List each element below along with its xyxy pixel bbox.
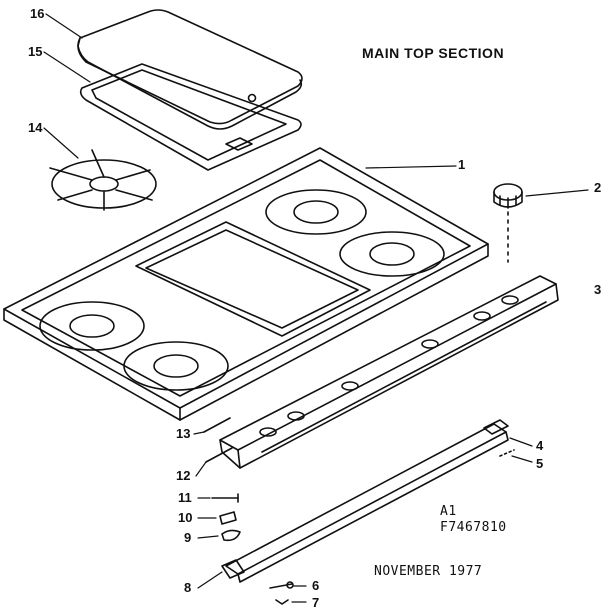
part-label-10: 10	[178, 510, 193, 525]
cover-lid	[77, 9, 303, 130]
part-label-3: 3	[594, 282, 602, 297]
diagram-code-line2: F7467810	[440, 520, 507, 535]
part-label-4: 4	[536, 438, 544, 453]
part-label-8: 8	[184, 580, 192, 595]
burner-grate	[49, 149, 157, 211]
control-knob	[493, 183, 523, 263]
part-label-16: 16	[30, 6, 45, 21]
bolt-and-nut	[269, 581, 294, 605]
small-hardware	[211, 493, 245, 579]
trim-rail	[225, 419, 515, 583]
leader-lines	[43, 13, 589, 603]
part-label-12: 12	[176, 468, 191, 483]
diagram-title: MAIN TOP SECTION	[362, 45, 505, 61]
part-label-13: 13	[176, 426, 191, 441]
diagram-date: NOVEMBER 1977	[374, 564, 483, 579]
control-panel-bar	[219, 275, 559, 469]
part-label-7: 7	[312, 595, 320, 610]
part-label-9: 9	[184, 530, 192, 545]
cover-gasket	[79, 63, 302, 171]
part-label-11: 11	[178, 490, 192, 505]
part-label-14: 14	[28, 120, 43, 135]
part-label-5: 5	[536, 456, 544, 471]
part-label-1: 1	[458, 157, 466, 172]
part-label-15: 15	[28, 44, 43, 59]
part-label-6: 6	[312, 578, 320, 593]
screws	[203, 417, 233, 463]
cooktop-panel	[3, 147, 489, 421]
part-label-2: 2	[594, 180, 602, 195]
diagram-code-line1: A1	[440, 504, 457, 519]
